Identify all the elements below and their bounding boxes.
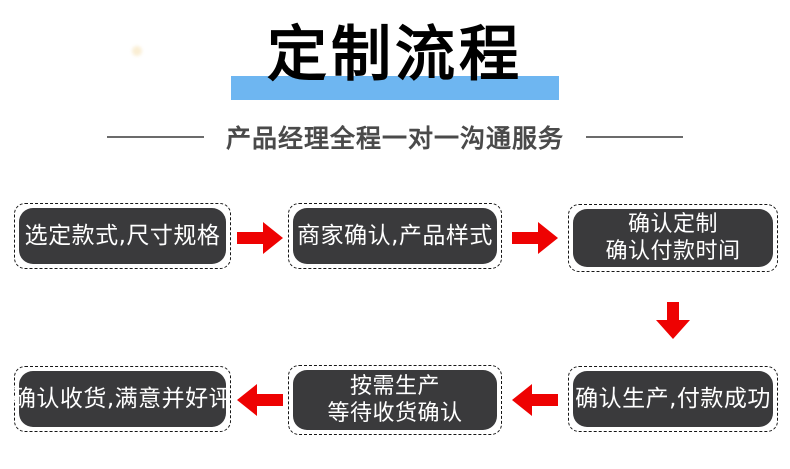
down-arrow-icon (656, 302, 690, 339)
right-arrow-icon (512, 222, 558, 254)
left-arrow-icon (237, 384, 283, 416)
subtitle-right-rule (586, 136, 683, 138)
step-label-line: 确认定制 (627, 212, 718, 237)
flow-step-1: 选定款式,尺寸规格 (14, 203, 231, 269)
subtitle-block: 产品经理全程一对一沟通服务 (0, 122, 790, 153)
watermark-speck (132, 46, 142, 56)
flow-step-4-box: 确认生产,付款成功 (573, 371, 773, 427)
step-label-line: 按需生产 (349, 374, 440, 399)
flow-step-6: 确认收货,满意并好评 (13, 366, 232, 432)
flow-step-5: 按需生产 等待收货确认 (288, 365, 502, 435)
step-label-line: 选定款式,尺寸规格 (24, 223, 221, 249)
page-title: 定制流程 (267, 20, 523, 90)
flow-step-3-box: 确认定制 确认付款时间 (573, 209, 773, 267)
flow-step-5-box: 按需生产 等待收货确认 (293, 370, 497, 430)
right-arrow-icon (237, 222, 283, 254)
flow-step-6-box: 确认收货,满意并好评 (13, 371, 232, 427)
subtitle-text: 产品经理全程一对一沟通服务 (225, 124, 564, 153)
title-highlight-bar (231, 76, 559, 100)
flow-step-2: 商家确认,产品样式 (288, 203, 502, 269)
flow-step-3: 确认定制 确认付款时间 (568, 204, 778, 272)
step-label-line: 确认生产,付款成功 (575, 386, 771, 412)
step-label-line: 确认收货,满意并好评 (12, 386, 233, 412)
step-label-line: 等待收货确认 (327, 401, 463, 426)
step-label-line: 商家确认,产品样式 (297, 223, 493, 249)
step-label-line: 确认付款时间 (605, 239, 741, 264)
left-arrow-icon (512, 384, 558, 416)
subtitle-left-rule (106, 136, 204, 138)
flow-step-4: 确认生产,付款成功 (568, 366, 778, 432)
flow-step-1-box: 选定款式,尺寸规格 (19, 208, 226, 264)
flow-step-2-box: 商家确认,产品样式 (293, 208, 497, 264)
